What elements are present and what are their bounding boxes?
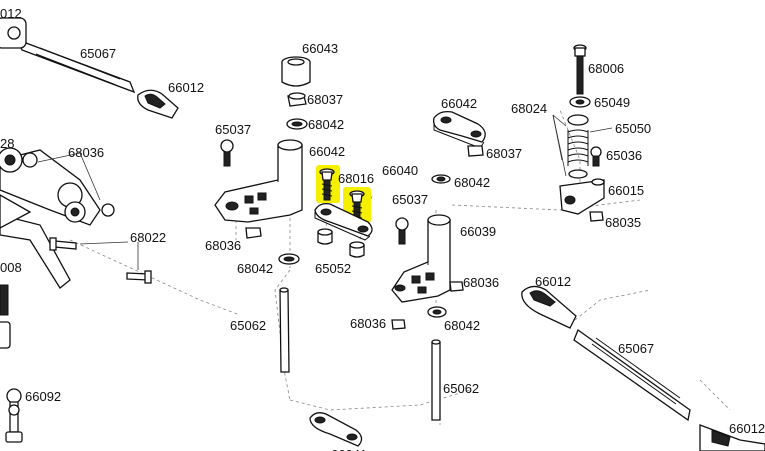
label-68035: 68035 <box>605 215 641 230</box>
label-66012-bottom-right: 66012 <box>729 421 765 436</box>
ball-stud-65036 <box>590 146 602 167</box>
nut-68036-center-lower <box>391 319 406 330</box>
label-68022: 68022 <box>130 230 166 245</box>
washer-68042-center <box>431 174 451 184</box>
label-68042-right: 68042 <box>454 175 490 190</box>
spring-65050 <box>567 114 589 179</box>
label-66039: 66039 <box>460 224 496 239</box>
nut-68037 <box>287 92 307 107</box>
rod-end-top-left <box>0 17 27 49</box>
label-65036: 65036 <box>606 148 642 163</box>
post-left-bottom <box>0 321 11 349</box>
label-65050: 65050 <box>615 121 651 136</box>
bushing-65052-b <box>349 241 365 258</box>
label-66012-lower: 66012 <box>535 274 571 289</box>
nut-68035 <box>589 211 604 222</box>
ball-stud-66092 <box>5 388 23 443</box>
label-28: 28 <box>0 136 14 151</box>
label-66043: 66043 <box>302 41 338 56</box>
label-68036-center-left: 68036 <box>205 238 241 253</box>
washer-65049 <box>569 96 591 108</box>
screw-008 <box>0 284 9 316</box>
left-bellcrank-assembly <box>0 147 115 289</box>
label-68037-right: 68037 <box>486 146 522 161</box>
label-68036-center-right: 68036 <box>463 275 499 290</box>
pin-65062-left <box>279 287 290 373</box>
arm-66042-right <box>432 110 486 149</box>
label-68042-center: 68042 <box>308 117 344 132</box>
label-66012-upper: 66012 <box>168 80 204 95</box>
label-008: 008 <box>0 260 22 275</box>
label-65067-lower: 65067 <box>618 341 654 356</box>
screw-68006 <box>573 44 587 95</box>
washer-68042-upper <box>286 118 308 130</box>
part-number-labels: 012 65067 66012 66043 68006 68037 65049 … <box>0 6 765 451</box>
leader-lines <box>37 114 613 270</box>
screw-68022 <box>49 237 77 251</box>
rod-end-66012-upper <box>137 89 179 119</box>
ball-stud-65037-left <box>220 139 234 167</box>
label-66015: 66015 <box>608 183 644 198</box>
label-66041: 66041 <box>331 447 367 451</box>
link-66041 <box>309 412 363 447</box>
link-plate <box>314 202 373 241</box>
label-65062-left: 65062 <box>230 318 266 333</box>
label-68024: 68024 <box>511 101 547 116</box>
label-66042-center: 66042 <box>309 144 345 159</box>
washer-68042-left-lower <box>278 253 300 265</box>
bellcrank-66039 <box>391 214 451 303</box>
label-68037-center: 68037 <box>307 92 343 107</box>
rod-end-66012-lower <box>521 285 577 329</box>
label-65049: 65049 <box>594 95 630 110</box>
rod-65067-top <box>16 38 136 94</box>
washer-68042-center-lower <box>427 306 447 318</box>
nut-68036-center <box>449 281 464 292</box>
label-65037-center: 65037 <box>392 192 428 207</box>
nut-68036-left <box>245 227 262 239</box>
label-65052: 65052 <box>315 261 351 276</box>
label-65037-left: 65037 <box>215 122 251 137</box>
label-68042-lower: 68042 <box>444 318 480 333</box>
rod-65067-lower <box>573 328 691 422</box>
label-65062-center: 65062 <box>443 381 479 396</box>
label-66042-right: 66042 <box>441 96 477 111</box>
pin-65062-center <box>431 339 441 421</box>
label-012: 012 <box>0 6 22 21</box>
label-68006: 68006 <box>588 61 624 76</box>
label-68016: 68016 <box>338 171 374 186</box>
arm-66015 <box>559 178 605 215</box>
bushing-65052-a <box>317 228 333 245</box>
bellcrank-66042 <box>214 139 303 223</box>
label-68036-lower: 68036 <box>350 316 386 331</box>
rod-end-66012-bottom-right <box>699 424 765 451</box>
ball-stud-65037-center <box>395 217 409 245</box>
label-66040: 66040 <box>382 163 418 178</box>
bushing-66043 <box>281 56 311 87</box>
screw-68022-b <box>126 270 152 284</box>
label-68036-left-top: 68036 <box>68 145 104 160</box>
nut-68037-right <box>467 145 484 157</box>
label-65067-top: 65067 <box>80 46 116 61</box>
screw-68016-highlight-a <box>316 165 340 203</box>
label-68042-left: 68042 <box>237 261 273 276</box>
label-66092: 66092 <box>25 389 61 404</box>
